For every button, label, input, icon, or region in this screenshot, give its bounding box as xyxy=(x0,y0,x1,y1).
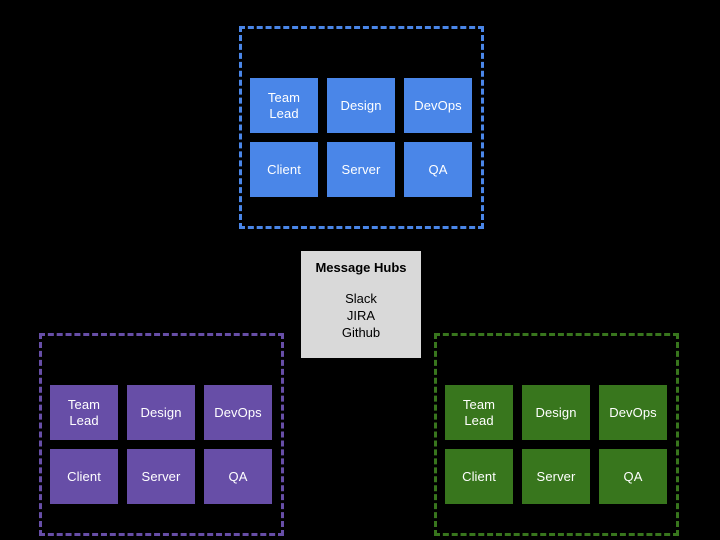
group-container-purple[interactable]: Team Lead Design DevOps Client Server QA xyxy=(39,333,284,536)
tile-devops[interactable]: DevOps xyxy=(404,78,472,133)
message-hub-item-jira[interactable]: JIRA xyxy=(346,308,376,323)
tile-team-lead[interactable]: Team Lead xyxy=(250,78,318,133)
tile-qa[interactable]: QA xyxy=(404,142,472,197)
tile-design[interactable]: Design xyxy=(327,78,395,133)
tile-client[interactable]: Client xyxy=(250,142,318,197)
message-hub-item-slack[interactable]: Slack xyxy=(345,291,377,306)
message-hubs-card[interactable]: Message Hubs Slack JIRA Github xyxy=(301,251,421,358)
tile-grid-green: Team Lead Design DevOps Client Server QA xyxy=(445,385,673,504)
tile-devops[interactable]: DevOps xyxy=(204,385,272,440)
tile-qa[interactable]: QA xyxy=(599,449,667,504)
tile-design[interactable]: Design xyxy=(127,385,195,440)
tile-grid-purple: Team Lead Design DevOps Client Server QA xyxy=(50,385,278,504)
tile-server[interactable]: Server xyxy=(327,142,395,197)
tile-team-lead[interactable]: Team Lead xyxy=(50,385,118,440)
tile-team-lead[interactable]: Team Lead xyxy=(445,385,513,440)
tile-grid-blue: Team Lead Design DevOps Client Server QA xyxy=(250,78,478,197)
tile-client[interactable]: Client xyxy=(445,449,513,504)
group-container-green[interactable]: Team Lead Design DevOps Client Server QA xyxy=(434,333,679,536)
group-container-blue[interactable]: Team Lead Design DevOps Client Server QA xyxy=(239,26,484,229)
tile-design[interactable]: Design xyxy=(522,385,590,440)
tile-client[interactable]: Client xyxy=(50,449,118,504)
message-hub-item-github[interactable]: Github xyxy=(341,325,381,340)
tile-server[interactable]: Server xyxy=(127,449,195,504)
tile-devops[interactable]: DevOps xyxy=(599,385,667,440)
tile-qa[interactable]: QA xyxy=(204,449,272,504)
message-hubs-title: Message Hubs xyxy=(315,260,407,275)
message-hubs-list: Slack JIRA Github xyxy=(342,290,380,341)
tile-server[interactable]: Server xyxy=(522,449,590,504)
